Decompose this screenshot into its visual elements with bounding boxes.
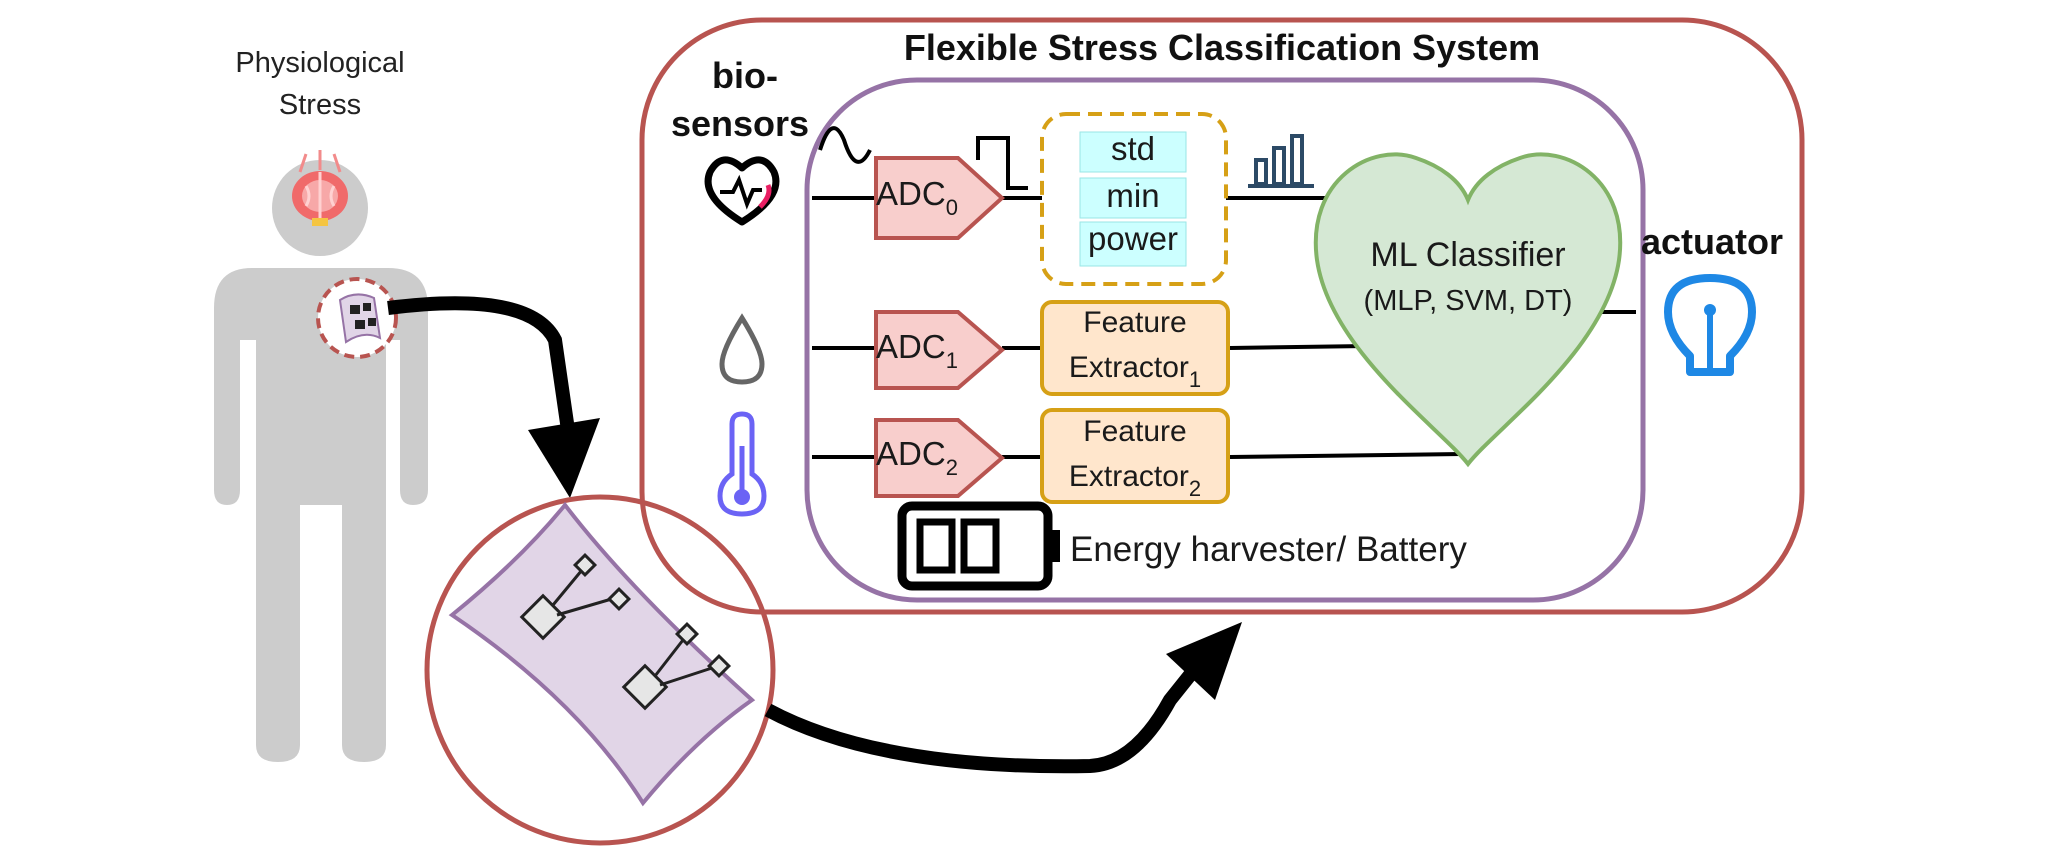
feature-extractor-2-box	[1040, 408, 1230, 504]
biosensors-label-line2: sensors	[671, 103, 809, 144]
feature-min-box	[1079, 177, 1187, 219]
ml-classifier-models: (MLP, SVM, DT)	[1364, 285, 1573, 317]
human-body	[214, 268, 428, 762]
adc-2-label: ADC2	[876, 435, 958, 480]
flexible-circuit-icon	[424, 494, 776, 846]
lightbulb-icon	[1664, 274, 1756, 376]
battery-icon	[897, 501, 1060, 591]
adc-0-block	[874, 156, 1005, 240]
adc-0-label: ADC0	[876, 175, 958, 220]
adc-1-block	[874, 310, 1006, 390]
human-label-line1: Physiological	[235, 47, 404, 79]
zoom-arrow-line	[387, 296, 575, 432]
small-circuit-icon	[316, 277, 398, 359]
heart-rate-icon	[704, 156, 780, 226]
energy-label: Energy harvester/ Battery	[1070, 530, 1467, 569]
signal-lines	[812, 196, 1636, 459]
sine-wave-icon	[818, 126, 872, 164]
feature-min-label: min	[1106, 177, 1159, 214]
feature-power-box	[1079, 221, 1187, 267]
ml-classifier-label: ML Classifier	[1370, 236, 1565, 274]
feature-power-label: power	[1088, 220, 1178, 257]
water-drop-icon	[719, 313, 765, 385]
brain-icon	[292, 150, 348, 226]
feature-extractor-2-line2: Extractor2	[1069, 460, 1201, 501]
human-label-line2: Stress	[279, 89, 361, 121]
biosensors-label-line1: bio-	[712, 55, 778, 96]
ml-classifier-block	[1313, 152, 1623, 468]
thermometer-icon	[717, 411, 767, 517]
feature-extractor-1-box	[1040, 300, 1230, 396]
actuator-label: actuator	[1641, 221, 1783, 262]
system-arrow-head	[1166, 622, 1242, 700]
chip-inner-box	[804, 77, 1646, 603]
system-outer-box	[639, 17, 1805, 615]
square-wave-icon	[976, 136, 1028, 190]
feature-extractor-1-line2: Extractor1	[1069, 351, 1201, 392]
zoom-arrow-head	[528, 418, 600, 498]
feature-std-label: std	[1111, 130, 1155, 167]
feature-extractor-2-line1: Feature	[1083, 415, 1186, 448]
feature-std-box	[1079, 131, 1187, 173]
adc-2-block	[874, 418, 1006, 498]
human-figure	[214, 150, 428, 762]
bar-chart-icon	[1248, 134, 1314, 188]
adc-1-label: ADC1	[876, 328, 958, 373]
system-arrow-line	[764, 645, 1216, 774]
system-title: Flexible Stress Classification System	[904, 27, 1540, 68]
feature-extractor-1-line1: Feature	[1083, 306, 1186, 339]
